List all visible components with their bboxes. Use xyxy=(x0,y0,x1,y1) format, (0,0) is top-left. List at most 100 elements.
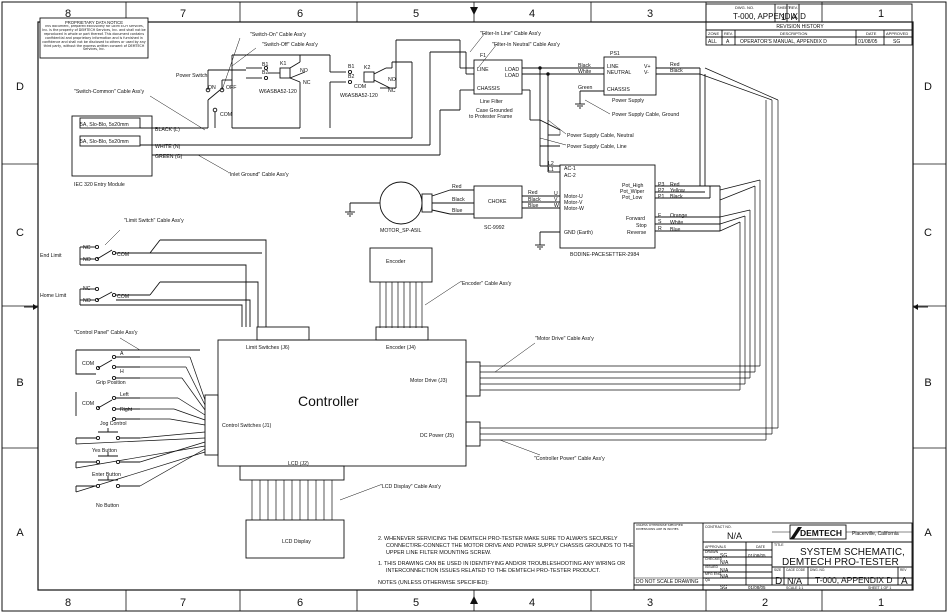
label-case-grounded: Case Grounded xyxy=(476,108,513,114)
cage-value: N/A xyxy=(787,576,802,586)
label-motor-blue: Blue xyxy=(452,208,462,214)
demtech-logo: DEMTECH xyxy=(789,524,847,540)
label-gnd: GND (Earth) xyxy=(564,230,593,236)
zone-bottom-7: 7 xyxy=(180,597,186,609)
mfg-value: N/A xyxy=(720,574,729,580)
rev-col-rev: REV. xyxy=(724,31,733,36)
label-end-limit: End Limit xyxy=(40,253,62,259)
label-ps-cable-line: Power Supply Cable, Line xyxy=(567,144,627,150)
zone-right-c: C xyxy=(924,227,932,239)
label-power-supply: Power Supply xyxy=(612,98,644,104)
label-ps1: PS1 xyxy=(610,51,620,57)
label-psu-red: Red xyxy=(670,62,680,68)
notes-header: NOTES (UNLESS OTHERWISE SPECIFIED): xyxy=(378,580,489,586)
zone-top-7: 7 xyxy=(180,8,186,20)
label-pot-low: Pot_Low xyxy=(622,195,642,201)
label-inlet-ground: "Inlet Ground" Cable Ass'y xyxy=(228,172,289,178)
label-lcd-j2: LCD (J2) xyxy=(288,461,309,467)
notes: 2. WHENEVER SERVICING THE DEMTECH PRO-TE… xyxy=(378,536,634,586)
label-com-2: COM xyxy=(354,84,366,90)
label-jog-com: COM xyxy=(82,401,94,407)
motor-symbol xyxy=(379,181,423,225)
label-drive-orange: Orange xyxy=(670,213,687,219)
label-p1: P1 xyxy=(658,194,664,200)
label-psu-black: Black xyxy=(670,68,683,74)
label-limit-j6: Limit Switches (J6) xyxy=(246,345,290,351)
label-ps-black: Black xyxy=(578,63,591,69)
line-filter-and-psu: F1 LINE LOAD LOAD CHASSIS Line Filter Ca… xyxy=(469,51,706,186)
label-forward: Forward xyxy=(626,216,645,222)
label-f1: F1 xyxy=(480,53,486,59)
note-2-line-1: 2. WHENEVER SERVICING THE DEMTECH PRO-TE… xyxy=(378,536,618,542)
rev-col-date: DATE xyxy=(866,31,877,36)
label-no-button: No Button xyxy=(96,503,119,509)
dwgno-value: T-000, APPENDIX D xyxy=(815,575,892,585)
label-ac2: AC-2 xyxy=(564,173,576,179)
label-off: OFF xyxy=(226,85,236,91)
label-relay-2: W6ASBA52-120 xyxy=(340,93,378,99)
label-line-filter: Line Filter xyxy=(480,99,503,105)
label-load-2: LOAD xyxy=(505,73,519,79)
checked-value: N/A xyxy=(720,560,729,566)
label-iec: IEC 320 Entry Module xyxy=(74,182,125,188)
label-f: F xyxy=(658,213,661,219)
controller-section: Controller Limit Switches (J6) Encoder (… xyxy=(217,67,779,467)
zone-left-d: D xyxy=(16,81,24,93)
location: Placerville, California xyxy=(852,531,899,537)
label-switch-off: "Switch-Off" Cable Ass'y xyxy=(262,42,318,48)
zone-bottom-2: 2 xyxy=(762,597,768,609)
label-controller-power: "Controller Power" Cable Ass'y xyxy=(534,456,605,462)
zone-top-3: 3 xyxy=(647,8,653,20)
label-motor-w: Motor-W xyxy=(564,206,584,212)
label-fuse-1: 5A, Slo-Blo, 5x20mm xyxy=(80,122,129,128)
label-u: U xyxy=(554,191,558,197)
checked-label: CHECKED xyxy=(705,557,723,561)
sheet-count: SHEET 1 OF 1 xyxy=(868,586,891,590)
lcd-section: LCD Display "LCD Display" Cable Ass'y xyxy=(239,465,441,559)
label-end-com: COM xyxy=(117,252,129,258)
label-choke-blue: Blue xyxy=(528,203,538,209)
label-control-j1: Control Switches (J1) xyxy=(222,423,272,429)
label-no-1: NO xyxy=(300,68,308,74)
label-w: W xyxy=(554,203,559,209)
limit-switch-section: "Limit Switch" Cable Ass'y End Limit Hom… xyxy=(40,218,267,327)
label-pot-black: Black xyxy=(670,194,683,200)
center-arrow-top-icon xyxy=(470,7,478,15)
zone-bottom-3: 3 xyxy=(647,597,653,609)
rev-row-rev: A xyxy=(726,39,730,45)
rev-rev-label: REV. xyxy=(789,5,798,10)
label-motor-j3: Motor Drive (J3) xyxy=(410,378,447,384)
dont-scale: DO NOT SCALE DRAWING xyxy=(636,579,699,585)
drawn-value: SG xyxy=(720,553,727,559)
label-ps-green: Green xyxy=(578,85,593,91)
motor-drive-box xyxy=(559,164,656,249)
label-jog-left: Left xyxy=(120,392,129,398)
zone-bottom-4: 4 xyxy=(529,597,535,609)
label-load-1: LOAD xyxy=(505,67,519,73)
rev-row-zone: ALL xyxy=(708,39,717,45)
zone-right-a: A xyxy=(924,527,932,539)
label-grip-com: COM xyxy=(82,361,94,367)
note-1-line-2: INTERCONNECTION ISSUES RELATED TO THE DE… xyxy=(386,568,600,574)
label-home-limit: Home Limit xyxy=(40,293,67,299)
title-line-1: SYSTEM SCHEMATIC, xyxy=(800,547,905,558)
note-1-line-1: 1. THIS DRAWING CAN BE USED IN IDENTIFYI… xyxy=(378,561,625,567)
label-fuse-2: 5A, Slo-Blo, 5x20mm xyxy=(80,139,129,145)
rev-rev: A xyxy=(791,12,797,22)
label-filter-in-line: "Filter-In Line" Cable Ass'y xyxy=(480,31,541,37)
label-encoder: Encoder xyxy=(386,259,406,265)
label-choke-red: Red xyxy=(528,190,538,196)
label-line: LINE xyxy=(477,67,489,73)
label-ps-cable-ground: Power Supply Cable, Ground xyxy=(612,112,679,118)
label-control-panel-cable: "Control Panel" Cable Ass'y xyxy=(74,330,138,336)
label-dc-j5: DC Power (J5) xyxy=(420,433,454,439)
zone-bottom-1: 1 xyxy=(878,597,884,609)
label-on: ON xyxy=(208,85,216,91)
qa-date: 01/08/05 xyxy=(748,585,766,590)
center-arrow-bottom-icon xyxy=(470,596,478,604)
label-chassis: CHASSIS xyxy=(477,86,500,92)
zone-top-8: 8 xyxy=(65,8,71,20)
size-label: SIZE xyxy=(774,568,781,572)
label-nc-1: NC xyxy=(303,80,311,86)
